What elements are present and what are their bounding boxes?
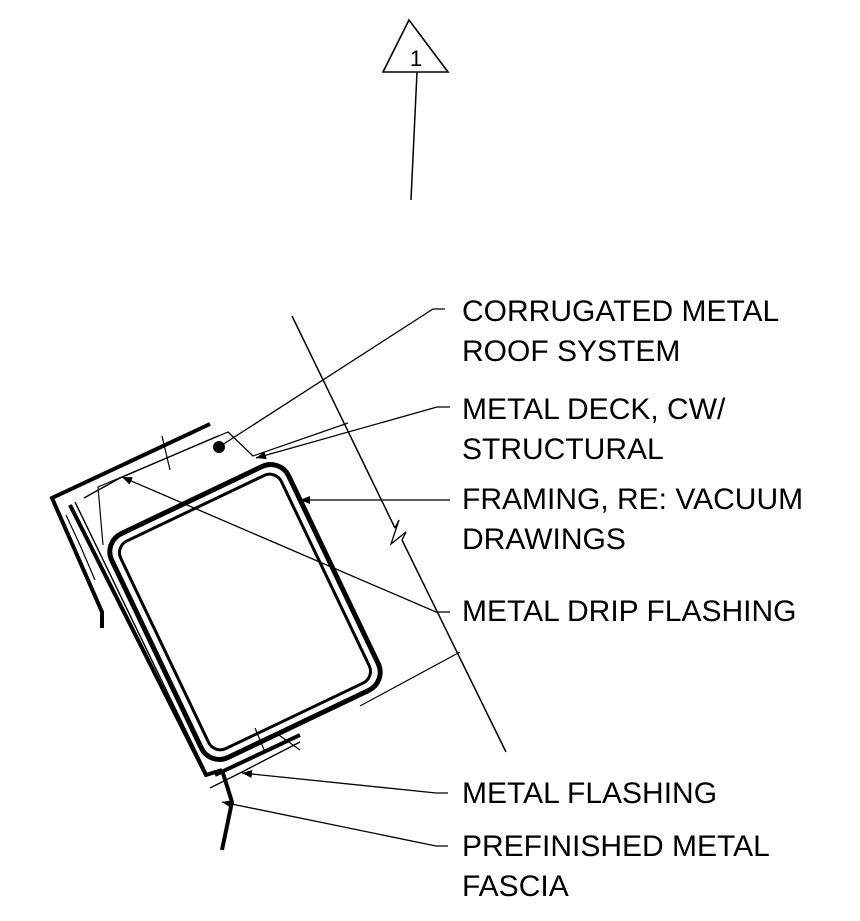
steel-tube-framing (107, 462, 383, 762)
label-fascia-line1: PREFINISHED METAL (462, 830, 770, 863)
metal-flashing-line (214, 733, 301, 777)
label-drip-flashing: METAL DRIP FLASHING (462, 595, 797, 628)
drip-flashing (74, 435, 301, 789)
wall-line (291, 315, 507, 753)
leader-roof-system (218, 308, 445, 448)
label-metal-deck-line2: STRUCTURAL (462, 433, 664, 466)
section-tag: 1 (381, 18, 450, 201)
tube-inner (117, 472, 373, 752)
section-tag-number: 1 (410, 46, 422, 71)
break-line-symbol (389, 519, 407, 546)
label-metal-deck-line1: METAL DECK, CW/ (462, 393, 726, 426)
leader-lines (121, 308, 450, 847)
callout-labels: CORRUGATED METAL ROOF SYSTEM METAL DECK,… (462, 295, 803, 903)
section-tag-leader (410, 71, 418, 201)
label-framing-line1: FRAMING, RE: VACUUM (462, 483, 803, 516)
leader-metal-flashing (241, 770, 448, 794)
label-fascia-line2: FASCIA (462, 870, 569, 903)
label-roof-system-line2: ROOF SYSTEM (462, 335, 680, 368)
section-tag-triangle (381, 18, 450, 73)
fascia-profile (49, 422, 235, 851)
label-framing-line2: DRAWINGS (462, 523, 626, 556)
leader-fascia (221, 800, 448, 847)
label-roof-system-line1: CORRUGATED METAL (462, 295, 779, 328)
label-metal-flashing: METAL FLASHING (462, 777, 717, 810)
tube-outer (107, 462, 383, 762)
leader-drip-flashing (121, 476, 450, 613)
leader-metal-deck (255, 406, 450, 460)
